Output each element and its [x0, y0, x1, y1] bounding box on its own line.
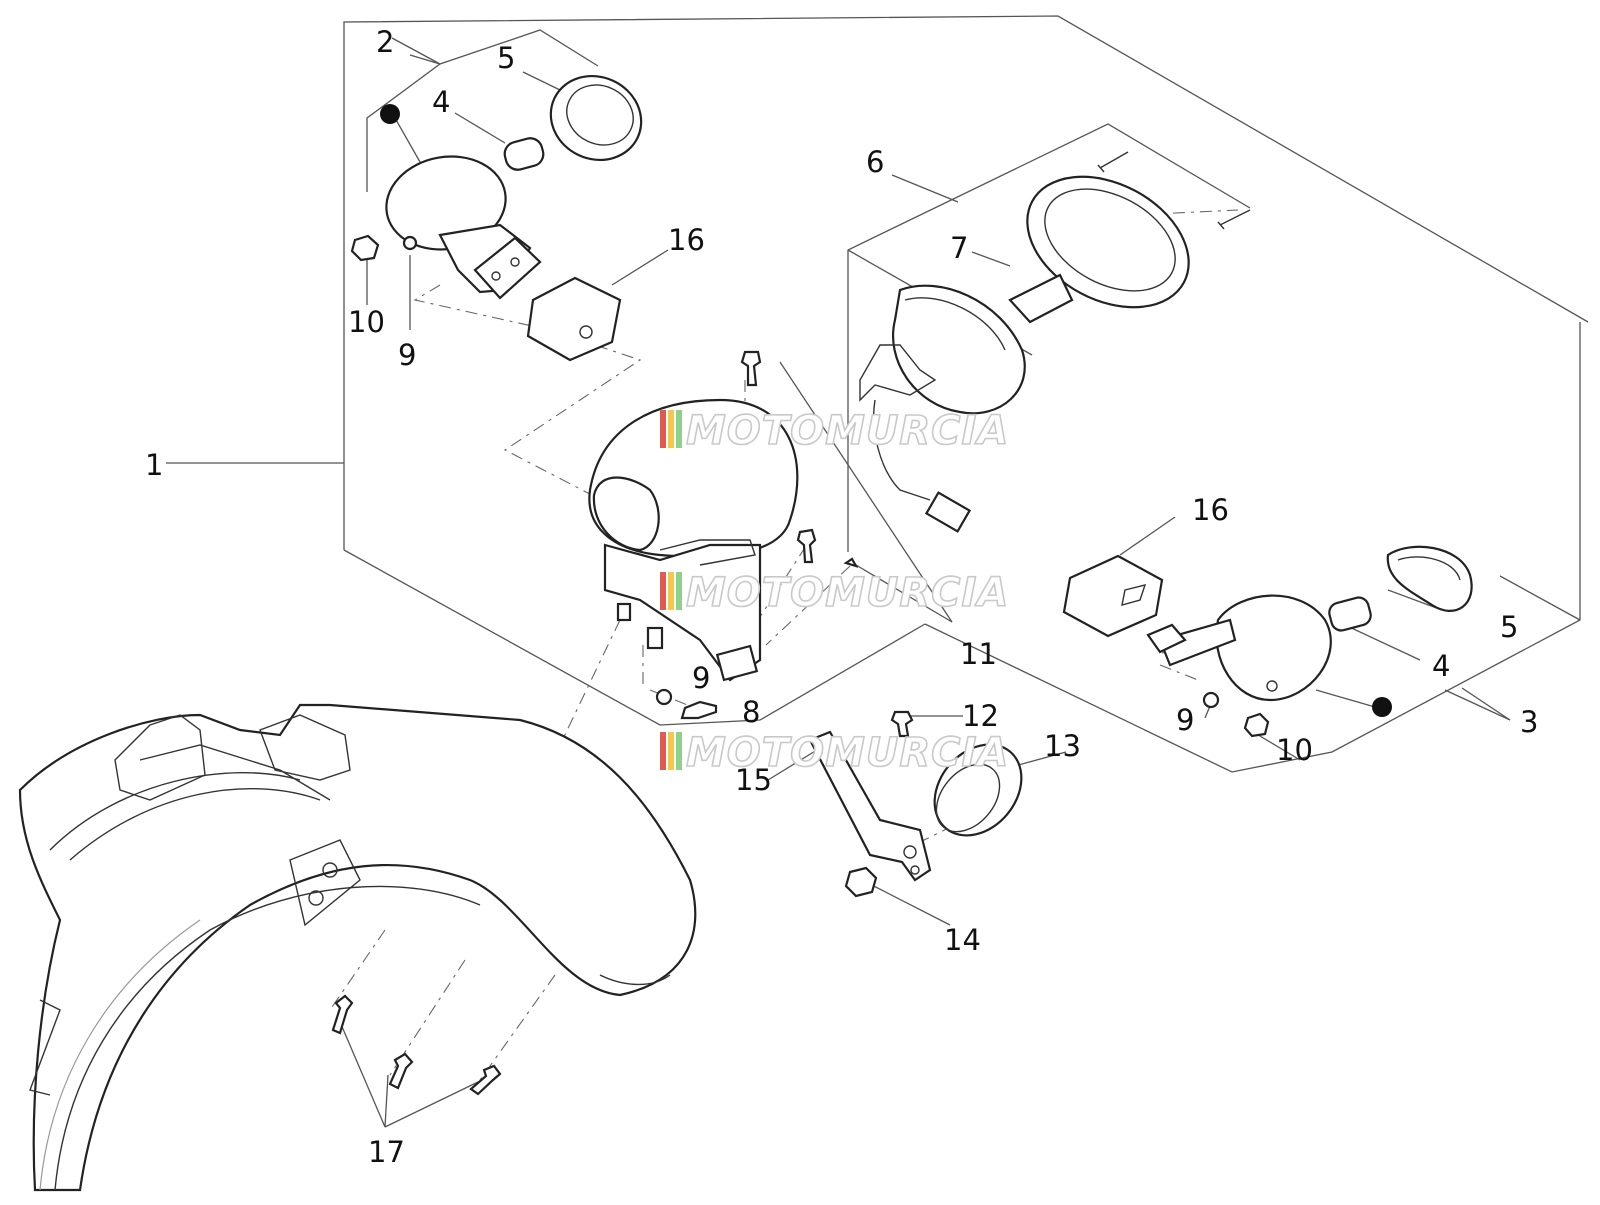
holder-fasteners	[616, 350, 859, 720]
locator-dot-left	[380, 104, 400, 124]
rubber-mount-right	[1062, 554, 1164, 638]
callout-16-right: 16	[1192, 493, 1229, 527]
taillight-screw-1	[1097, 151, 1129, 173]
callout-14: 14	[944, 923, 981, 957]
lens-left	[549, 74, 643, 162]
callout-8: 8	[742, 695, 760, 729]
callout-17: 17	[368, 1135, 405, 1169]
taillight-housing	[892, 284, 1026, 415]
screw-11b	[796, 528, 817, 564]
callout-10-left: 10	[348, 305, 385, 339]
screw-12	[890, 710, 914, 738]
callout-12: 12	[962, 699, 999, 733]
screw-17b	[388, 1052, 414, 1090]
assembly-outlines	[166, 15, 1589, 773]
callout-1: 1	[145, 448, 163, 482]
screw-8	[680, 700, 718, 720]
watermark-1: MOTOMURCIA	[660, 407, 1009, 455]
screw-11a	[740, 350, 762, 387]
mudguard-screws	[331, 994, 502, 1096]
nut-14	[844, 866, 878, 898]
rear-mudguard	[18, 703, 697, 1192]
callout-4-left: 4	[432, 85, 450, 119]
callout-9-right: 9	[1176, 703, 1194, 737]
nut-left	[350, 234, 380, 262]
watermark-2: MOTOMURCIA	[660, 569, 1009, 617]
callout-2: 2	[376, 25, 394, 59]
leader-lines	[336, 54, 1511, 1128]
reflector-group	[808, 710, 1023, 898]
locator-dot-right	[1372, 697, 1392, 717]
watermark-text-2: MOTOMURCIA	[686, 570, 1009, 616]
kit-1-outline-bottom	[343, 549, 926, 726]
indicator-right-box	[924, 322, 1581, 773]
taillight-connector	[924, 491, 972, 533]
screw-17c	[469, 1064, 502, 1096]
bulb-right	[1328, 596, 1372, 632]
taillight-bulb	[1008, 273, 1074, 324]
watermark-text-1: MOTOMURCIA	[686, 408, 1009, 454]
callout-16-left: 16	[668, 223, 705, 257]
callout-13: 13	[1044, 729, 1081, 763]
callout-9-center: 9	[692, 661, 710, 695]
indicator-right	[1062, 545, 1473, 738]
callout-11: 11	[960, 637, 997, 671]
indicator-right-body	[1215, 594, 1332, 702]
watermark-text-3: MOTOMURCIA	[686, 730, 1009, 776]
callout-9-left: 9	[398, 338, 416, 372]
rubber-mount-left	[526, 276, 622, 362]
callout-10-right: 10	[1276, 733, 1313, 767]
taillight-screw-2	[1217, 209, 1251, 230]
callout-5-right: 5	[1500, 610, 1518, 644]
callout-3: 3	[1520, 705, 1538, 739]
washer-9	[655, 688, 673, 706]
lens-right	[1386, 545, 1473, 612]
screw-17a	[331, 994, 354, 1035]
callout-6: 6	[866, 145, 884, 179]
screw-11c	[843, 557, 859, 568]
callout-15: 15	[735, 763, 772, 797]
watermark-3: MOTOMURCIA	[660, 729, 1009, 777]
callout-5-left: 5	[497, 41, 515, 75]
indicator-left	[350, 74, 643, 362]
washer-left	[402, 235, 418, 251]
washer-right	[1202, 691, 1220, 709]
callout-labels: 1 2 3 4 4 5 5 6 7 8 9 9 9 10 10 11 12 13…	[145, 25, 1538, 1169]
kit-1-outline	[343, 15, 1589, 452]
bulb-left	[503, 137, 545, 171]
nut-right	[1243, 712, 1270, 738]
reflector-bracket	[808, 730, 932, 882]
tail-light	[859, 151, 1251, 533]
callout-7: 7	[950, 231, 968, 265]
watermark-group: MOTOMURCIA MOTOMURCIA MOTOMURCIA	[660, 407, 1009, 777]
taillight-lens	[1026, 175, 1190, 309]
taillight-box	[847, 123, 1251, 552]
assembly-axis-lines	[329, 209, 1239, 1081]
taillight-holder	[588, 398, 799, 682]
callout-4-right: 4	[1432, 649, 1450, 683]
